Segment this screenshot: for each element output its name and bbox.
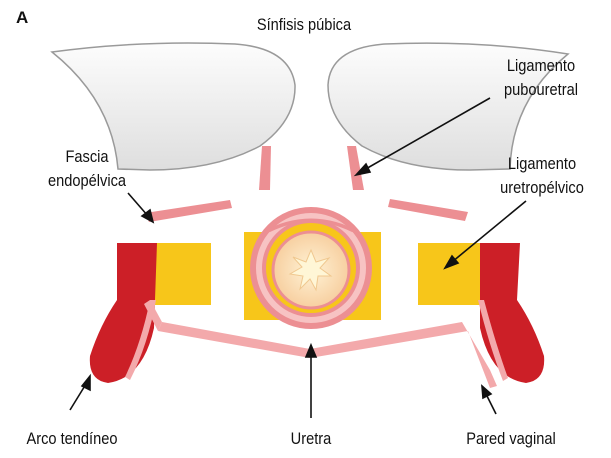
pubourethral-ligament-left [259,146,271,190]
arrow-arcus [70,384,86,410]
label-urethropelvic-line1: Ligamento [489,153,596,174]
endopelvic-fascia-left [145,200,232,222]
arcus-tendineus-left [90,243,157,383]
label-arcus: Arco tendíneo [14,428,131,449]
label-fascia-line1: Fascia [40,146,135,167]
label-symphysis: Sínfisis púbica [233,14,374,35]
urethropelvic-ligament-left [155,243,211,305]
label-urethra: Uretra [276,428,347,449]
label-vaginal-wall: Pared vaginal [450,428,572,449]
label-pubourethral-line2: pubouretral [494,79,589,100]
arrow-fascia [128,193,148,216]
arrow-vaginal [486,394,496,414]
endopelvic-fascia-right [388,199,468,221]
arcus-tendineus-right [480,243,544,383]
vaginal-wall-band [158,322,497,388]
panel-letter: A [16,8,28,28]
label-urethropelvic-line2: uretropélvico [489,177,596,198]
label-fascia-line2: endopélvica [40,170,135,191]
arrow-vaginal-head [482,386,491,398]
label-pubourethral-line1: Ligamento [494,55,589,76]
urethropelvic-ligament-right [418,243,480,305]
